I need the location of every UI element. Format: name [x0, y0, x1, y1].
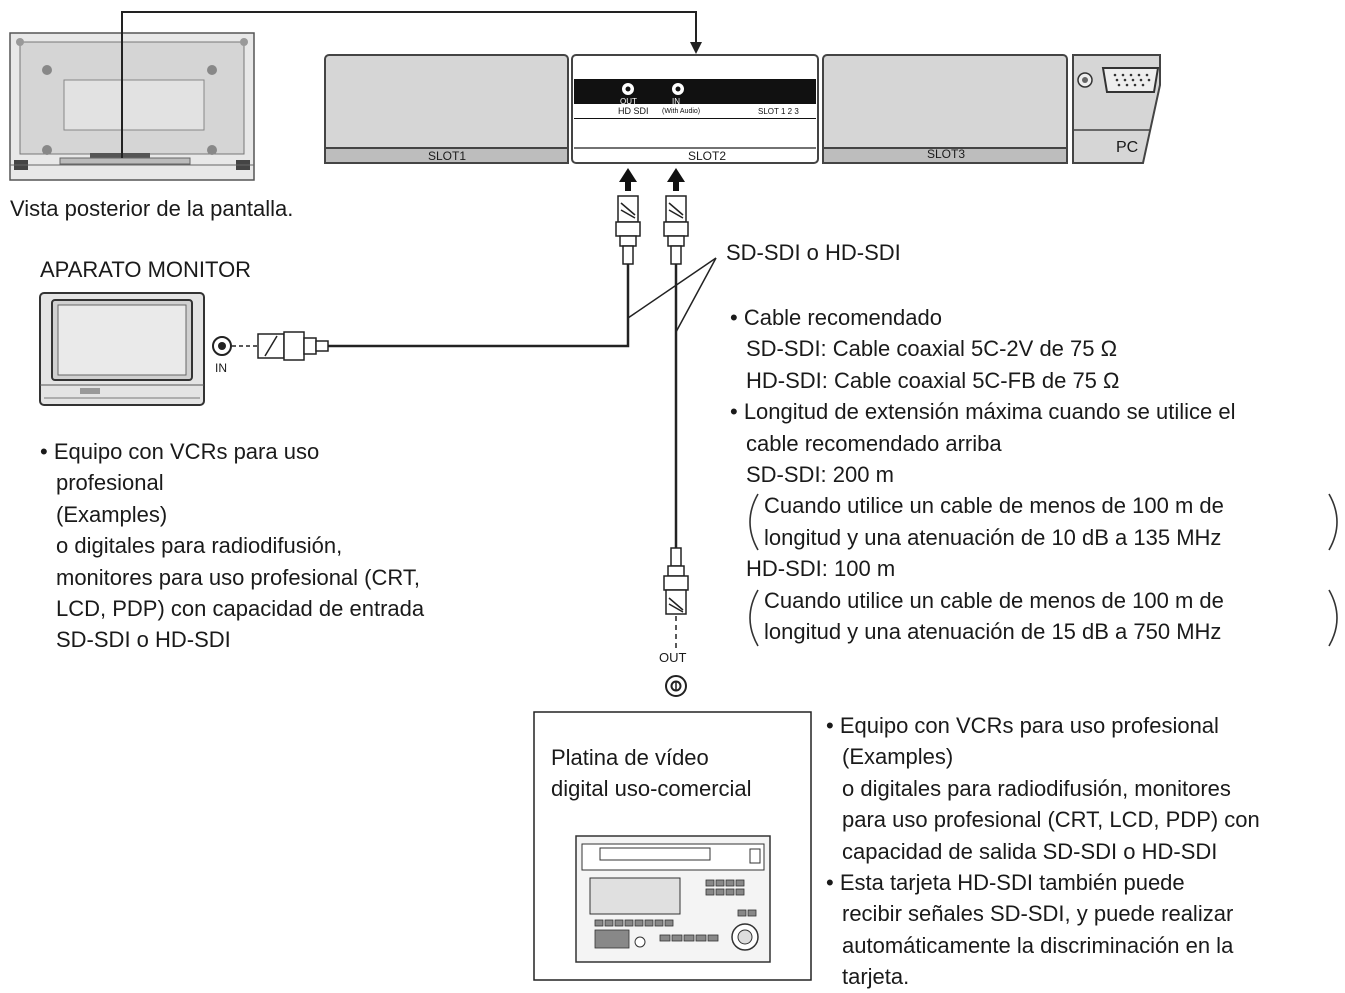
left-note-line: LCD, PDP) con capacidad de entrada — [56, 596, 425, 622]
right-notes: • Equipo con VCRs para uso profesional (… — [826, 710, 1260, 993]
deck-out-label: OUT — [659, 650, 687, 665]
bnc-connector-deck — [663, 547, 689, 615]
slot2-in-label: IN — [672, 97, 680, 106]
cable-note-line: SD-SDI: Cable coaxial 5C-2V de 75 Ω — [746, 336, 1118, 362]
right-note-line: • Esta tarjeta HD-SDI también puede — [826, 870, 1185, 896]
right-note-line: o digitales para radiodifusión, monitore… — [842, 775, 1231, 801]
slot3-panel — [822, 54, 1068, 164]
left-note-line: (Examples) — [56, 501, 168, 527]
cable-notes: • Cable recomendado SD-SDI: Cable coaxia… — [730, 302, 1235, 647]
slot1-label: SLOT1 — [428, 149, 467, 163]
cable-note-line: longitud y una atenuación de 10 dB a 135… — [764, 524, 1222, 550]
vcr-illustration — [575, 835, 771, 963]
bnc-connector-in — [663, 195, 689, 265]
right-note-line: automáticamente la discriminación en la — [842, 932, 1234, 958]
cable-type-label: SD-SDI o HD-SDI — [726, 240, 901, 265]
right-note-line: para uso profesional (CRT, LCD, PDP) con — [842, 807, 1260, 833]
right-note-line: (Examples) — [842, 744, 954, 770]
monitor-illustration — [39, 292, 205, 406]
right-note-line: tarjeta. — [842, 964, 910, 990]
hd-sdi-label: HD SDI — [618, 106, 649, 116]
slot1-panel — [324, 54, 569, 164]
right-note-line: recibir señales SD-SDI, y puede realizar — [842, 901, 1234, 927]
cables — [328, 264, 678, 548]
cable-note-line: • Longitud de extensión máxima cuando se… — [730, 399, 1236, 425]
cable-note-line: HD-SDI: 100 m — [746, 556, 896, 582]
deck-title-line: Platina de vídeo — [551, 745, 709, 770]
right-note-line: • Equipo con VCRs para uso profesional — [826, 713, 1219, 738]
cable-note-line: • Cable recomendado — [730, 305, 942, 330]
left-note-line: o digitales para radiodifusión, — [56, 533, 343, 559]
cable-note-line: Cuando utilice un cable de menos de 100 … — [764, 587, 1224, 613]
slot-indicator: SLOT 1 2 3 — [758, 107, 799, 116]
pc-panel — [1072, 54, 1161, 164]
pc-label: PC — [1116, 139, 1139, 156]
left-note-line: profesional — [56, 470, 164, 496]
input-arrows — [619, 168, 685, 191]
left-notes: • Equipo con VCRs para uso profesional (… — [40, 436, 424, 656]
slot2-panel — [571, 54, 819, 164]
cable-note-line: Cuando utilice un cable de menos de 100 … — [764, 493, 1224, 519]
slot3-label: SLOT3 — [927, 147, 966, 161]
left-note-line: monitores para uso profesional (CRT, — [56, 564, 420, 590]
monitor-in-label: IN — [215, 361, 227, 375]
display-rear-caption: Vista posterior de la pantalla. — [10, 196, 294, 221]
slot2-label: SLOT2 — [688, 149, 727, 163]
deck-title: Platina de vídeo digital uso-comercial — [551, 742, 752, 805]
left-note-line: • Equipo con VCRs para uso — [40, 439, 320, 464]
monitor-title: APARATO MONITOR — [40, 257, 252, 282]
deck-out-jack — [665, 675, 687, 697]
display-rear-illustration — [9, 32, 255, 181]
left-note-line: SD-SDI o HD-SDI — [56, 627, 231, 653]
cable-note-line: HD-SDI: Cable coaxial 5C-FB de 75 Ω — [746, 367, 1120, 393]
cable-note-line: cable recomendado arriba — [746, 430, 1002, 456]
monitor-in-connector — [212, 331, 329, 361]
deck-title-line: digital uso-comercial — [551, 776, 752, 802]
label-pointers — [627, 257, 717, 333]
bnc-connector-out — [615, 195, 641, 265]
right-note-line: capacidad de salida SD-SDI o HD-SDI — [842, 838, 1218, 864]
with-audio-label: (With Audio) — [662, 108, 701, 115]
slot2-out-label: OUT — [620, 97, 637, 106]
cable-note-line: SD-SDI: 200 m — [746, 462, 894, 488]
cable-note-line: longitud y una atenuación de 15 dB a 750… — [764, 619, 1222, 645]
